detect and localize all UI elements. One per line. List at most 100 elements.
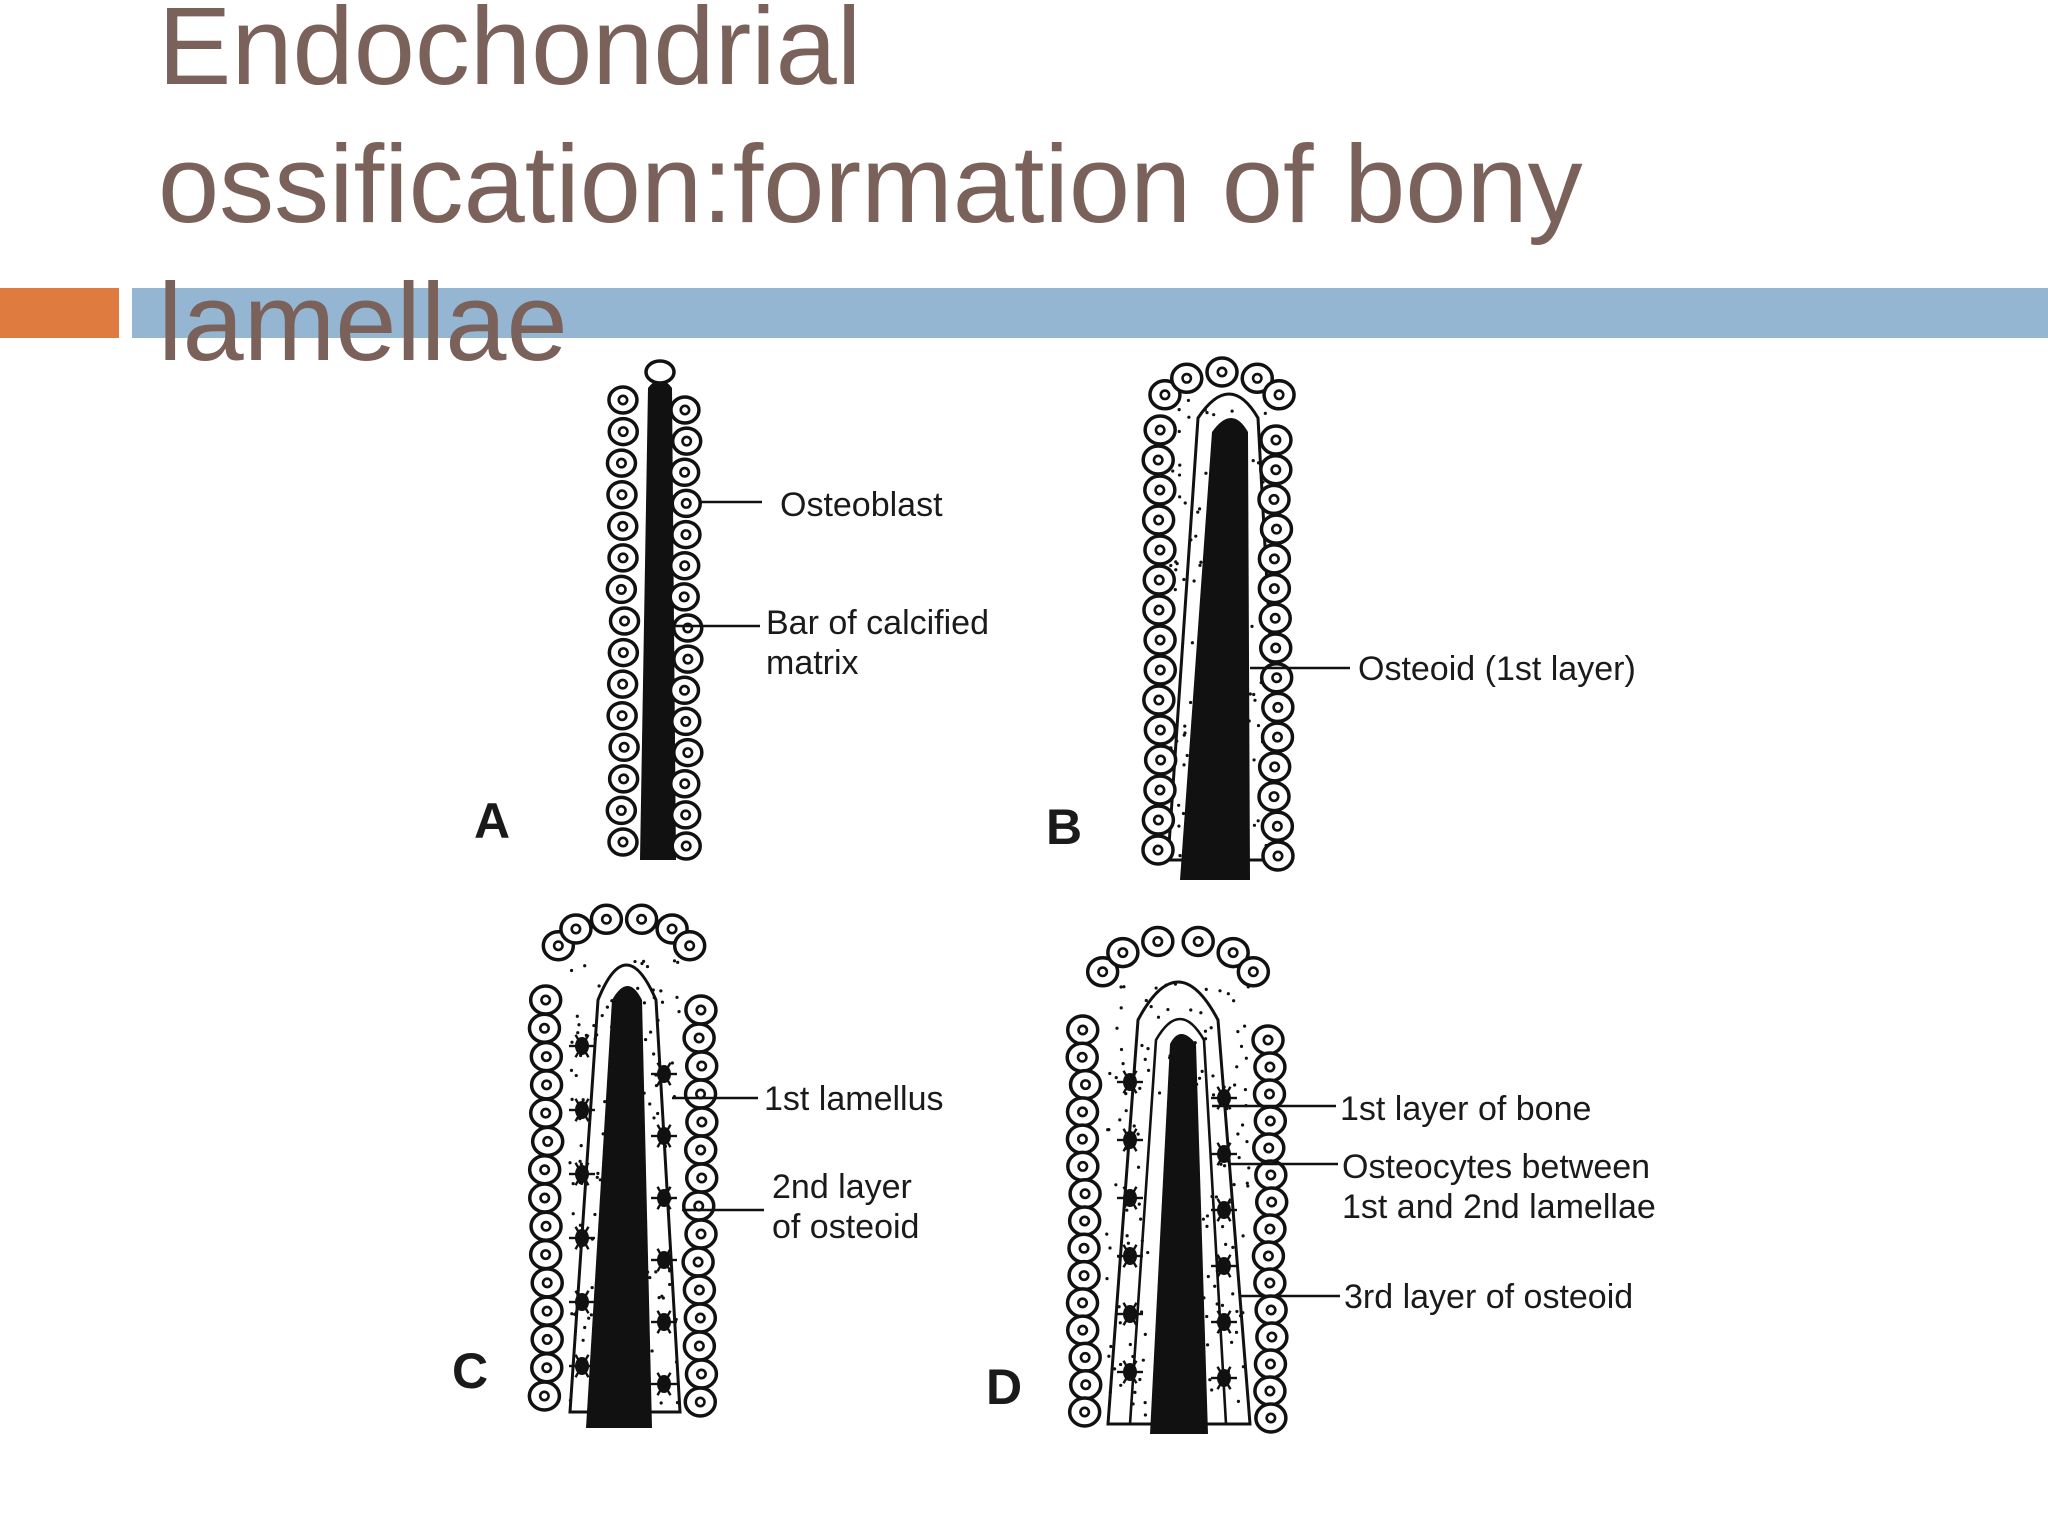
osteocyte-process [1216,1310,1226,1323]
stipple-dot [592,1023,596,1028]
cell-nucleus [1251,372,1263,384]
stipple-dot [649,1030,653,1034]
osteoblast-cell [1253,1348,1288,1380]
cell-nucleus [1155,754,1167,766]
osteoblast-cell [1216,936,1250,969]
stipple-dot [1240,1123,1245,1127]
osteoblast-cell [1169,362,1204,395]
stipple-dot [1140,1043,1144,1048]
cell-nucleus [1270,464,1282,476]
osteoblast-cell [672,929,707,962]
cell-nucleus [1270,523,1282,535]
stipple-dot [676,960,680,964]
stipple-dot [1177,429,1181,434]
label-third-layer-osteoid: 3rd layer of osteoid [1344,1278,1633,1316]
osteocyte-process [662,1062,672,1075]
osteocyte-process [580,1354,590,1367]
stipple-dot [1215,1302,1219,1306]
osteoblast-cell [672,644,704,674]
cell-nucleus [617,426,629,438]
stipple-dot [1210,1194,1214,1199]
stipple-dot [1125,1234,1129,1238]
osteoblast-cell [606,479,638,510]
osteoblast-cell [1251,1240,1286,1272]
osteocyte-process [1128,1128,1138,1141]
cell-nucleus [541,1362,553,1374]
stipple-dot [1146,1250,1150,1255]
cell-nucleus [1268,583,1280,595]
osteoblast-cell [683,1386,718,1418]
stipple-dot [1118,1362,1123,1367]
stipple-dot [1213,1284,1217,1288]
stipple-dot [1196,510,1200,514]
cell-nucleus [1262,1034,1274,1046]
osteoblast-cell [681,1246,715,1278]
cell-nucleus [540,1107,552,1119]
stipple-dot [1220,1303,1225,1307]
cell-nucleus [1152,814,1164,826]
osteocyte-process [662,1248,672,1261]
stipple-dot [581,1338,585,1342]
label-matrix: matrix [766,644,859,682]
cell-nucleus [1271,731,1283,743]
stipple-dot [1119,1383,1123,1387]
stipple-dot [1187,415,1191,419]
osteoblast-cell [1261,691,1295,724]
osteoblast-cell [669,395,701,425]
stipple-dot [652,996,656,1000]
stipple-dot [605,1005,609,1009]
stipple-dot [1242,1024,1247,1028]
cell-nucleus [615,804,627,816]
stipple-dot [1205,1314,1209,1319]
osteoblast-cell [1240,362,1275,395]
osteoblast-cell [1253,1267,1287,1299]
osteoblast-cell [1259,453,1293,486]
stipple-dot [1164,983,1168,987]
stipple-dot [597,984,601,988]
panel-letter-a: A [474,793,510,849]
cell-nucleus [1270,642,1282,654]
osteoblast-cell [624,903,659,936]
stipple-dot [1181,811,1186,816]
osteocyte-process [1122,1070,1132,1083]
osteocyte-process [662,1124,672,1137]
osteocyte-process [662,1310,672,1323]
cell-nucleus [694,1312,706,1324]
stipple-dot [656,1018,660,1022]
osteoblast-cell [670,488,702,519]
osteoblast-cell [668,582,700,612]
osteoblast-cell [1065,1041,1099,1074]
osteoblast-cell [1142,684,1176,716]
stipple-dot [575,1014,579,1018]
osteoblast-cell [1253,1051,1287,1083]
cell-nucleus [1152,844,1164,856]
osteocyte-process [1128,1360,1138,1373]
osteoblast-cell [1067,1205,1102,1237]
osteoblast-cell [685,1106,719,1138]
osteoblast-cell [682,1274,717,1306]
cell-nucleus [696,1116,708,1128]
stipple-dot [578,1223,583,1227]
cell-nucleus [695,1144,707,1156]
cell-nucleus [538,1390,550,1402]
cell-nucleus [570,923,582,935]
cell-nucleus [1152,454,1164,466]
stipple-dot [1203,1029,1208,1033]
cell-nucleus [1078,1270,1090,1282]
osteocyte-process [656,1248,666,1261]
osteoblast-cell [684,1162,719,1194]
osteoblast-cell [530,1323,564,1356]
stipple-dot [1222,1164,1227,1168]
osteocyte-process [1216,1321,1226,1334]
osteoblast-cell [1254,1186,1289,1218]
stipple-dot [1220,1225,1225,1229]
stipple-dot [1132,1124,1136,1128]
panel-letter-b: B [1046,799,1082,855]
accent-bar-orange [0,288,119,338]
stipple-dot [596,1171,600,1175]
label-of-osteoid: of osteoid [772,1208,919,1246]
cell-nucleus [695,1368,707,1380]
stipple-dot [1140,1239,1144,1243]
osteoblast-cell [607,827,639,857]
cell-nucleus [617,552,629,564]
